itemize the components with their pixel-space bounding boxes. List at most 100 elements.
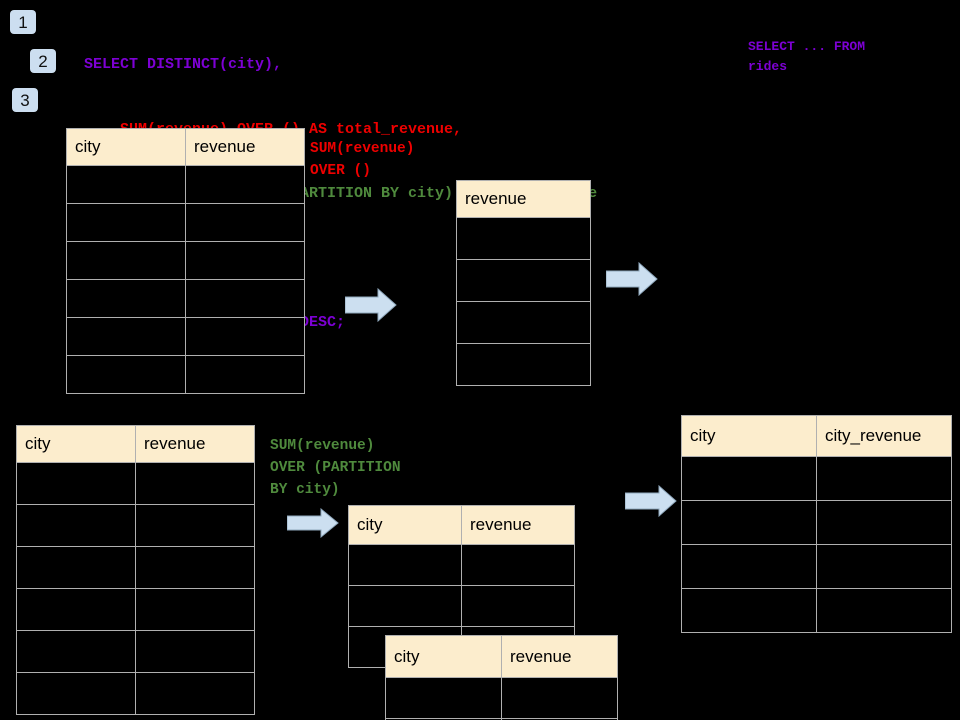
table-row <box>456 259 591 302</box>
table-cell <box>16 504 136 547</box>
annotation-sum-over-partition: SUM(revenue) OVER (PARTITION BY city) <box>270 438 401 498</box>
table-cell <box>816 544 952 589</box>
step-badge-2: 2 <box>30 49 56 73</box>
table-header-row: city revenue <box>385 635 618 678</box>
table-cell <box>816 588 952 633</box>
table-row <box>16 504 255 547</box>
table-cell <box>456 343 591 386</box>
table-cell <box>456 217 591 260</box>
table-cell <box>16 630 136 673</box>
table-row <box>66 317 305 356</box>
table-row <box>456 301 591 344</box>
table-cell <box>348 544 462 586</box>
table-row <box>66 241 305 280</box>
table-cell <box>185 165 305 204</box>
table-row <box>681 588 952 633</box>
table-cell <box>461 585 575 627</box>
arrow-total-to-result <box>605 261 658 297</box>
table-source-table-bottom: city revenue <box>16 425 255 715</box>
step-badge-3: 3 <box>12 88 38 112</box>
table-row <box>16 672 255 715</box>
column-header-revenue: revenue <box>135 425 255 463</box>
table-cell <box>66 279 186 318</box>
table-cell <box>456 301 591 344</box>
table-cell <box>681 588 817 633</box>
table-cell <box>135 630 255 673</box>
column-header-revenue: revenue <box>501 635 618 678</box>
table-cell <box>681 544 817 589</box>
table-row <box>16 546 255 589</box>
table-row <box>66 355 305 394</box>
column-header-city: city <box>16 425 136 463</box>
table-row <box>348 585 575 627</box>
table-cell <box>135 672 255 715</box>
table-cell <box>681 500 817 545</box>
table-row <box>66 203 305 242</box>
table-cell <box>66 241 186 280</box>
table-row <box>66 279 305 318</box>
side-note-select-from-rides: SELECT ... FROM rides <box>748 39 866 74</box>
table-cell <box>66 165 186 204</box>
table-row <box>385 718 618 720</box>
table-cell <box>185 355 305 394</box>
column-header-city: city <box>66 128 186 166</box>
table-header-row: city revenue <box>16 425 255 463</box>
table-source-table-top: city revenue <box>66 128 305 394</box>
table-cell <box>185 203 305 242</box>
table-cell <box>185 317 305 356</box>
arrow-partition-to-result <box>624 484 677 518</box>
annotation-sum-over-empty: SUM(revenue) OVER () <box>310 141 415 179</box>
arrow-source-to-total <box>344 287 397 323</box>
table-cell <box>66 355 186 394</box>
table-row <box>681 544 952 589</box>
table-cell <box>16 588 136 631</box>
table-row <box>385 677 618 719</box>
table-cell <box>501 677 618 719</box>
table-cell <box>816 500 952 545</box>
table-cell <box>135 504 255 547</box>
table-header-row: city city_revenue <box>681 415 952 457</box>
table-cell <box>16 672 136 715</box>
table-row <box>681 500 952 545</box>
table-row <box>66 165 305 204</box>
table-partition-back: city revenue <box>348 505 575 668</box>
table-header-row: city revenue <box>348 505 575 545</box>
table-cell <box>816 456 952 501</box>
table-result: city city_revenue <box>681 415 952 633</box>
column-header-city: city <box>385 635 502 678</box>
column-header-revenue: revenue <box>185 128 305 166</box>
table-header-row: revenue <box>456 180 591 218</box>
step-badge-1: 1 <box>10 10 36 34</box>
table-row <box>348 544 575 586</box>
column-header-city-revenue: city_revenue <box>816 415 952 457</box>
table-cell <box>185 279 305 318</box>
table-cell <box>348 585 462 627</box>
table-partition-front: city revenue <box>385 635 618 720</box>
column-header-city: city <box>348 505 462 545</box>
table-cell <box>16 546 136 589</box>
table-header-row: city revenue <box>66 128 305 166</box>
table-cell <box>461 544 575 586</box>
table-cell <box>66 317 186 356</box>
table-cell <box>135 588 255 631</box>
sql-line-select: SELECT DISTINCT(city), <box>84 56 283 73</box>
column-header-revenue: revenue <box>456 180 591 218</box>
table-cell <box>185 241 305 280</box>
table-cell <box>135 546 255 589</box>
table-cell <box>135 462 255 505</box>
table-cell <box>16 462 136 505</box>
table-cell <box>681 456 817 501</box>
table-row <box>456 217 591 260</box>
column-header-revenue: revenue <box>461 505 575 545</box>
column-header-city: city <box>681 415 817 457</box>
table-row <box>16 462 255 505</box>
table-row <box>16 588 255 631</box>
table-cell <box>456 259 591 302</box>
table-row <box>16 630 255 673</box>
table-cell <box>385 677 502 719</box>
arrow-source-to-partition <box>286 507 339 539</box>
table-cell <box>66 203 186 242</box>
table-cell <box>501 718 618 720</box>
table-row <box>681 456 952 501</box>
